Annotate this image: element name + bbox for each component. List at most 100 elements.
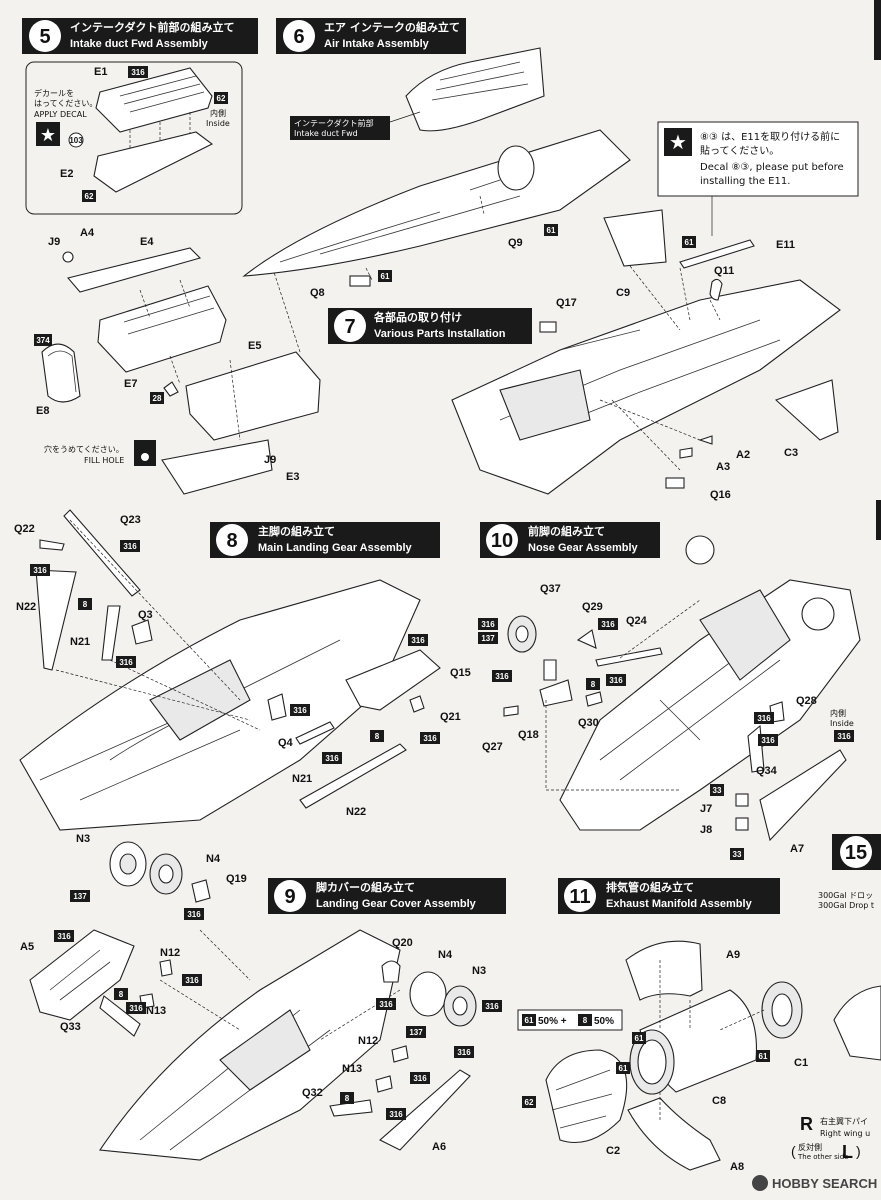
step-number: 8 — [226, 530, 237, 552]
step-9-header: 9 脚カバーの組み立て Landing Gear Cover Assembly — [268, 878, 506, 914]
step-title-en: Intake duct Fwd Assembly — [70, 38, 209, 50]
e11-note-en: installing the E11. — [700, 176, 790, 187]
decal-star-icon — [36, 122, 60, 146]
label-a7: A7 — [790, 843, 804, 855]
rear-fuselage-shape — [451, 279, 841, 495]
decal-number: 103 — [69, 136, 83, 145]
color-badge: 316 — [389, 1110, 403, 1119]
fill-note-jp: 穴をうめてください。 — [44, 444, 124, 454]
color-badge: 316 — [837, 732, 851, 741]
color-badge: 137 — [481, 634, 495, 643]
part-q16-shape — [665, 477, 685, 489]
label-q28: Q28 — [796, 695, 817, 707]
color-badge: 137 — [73, 892, 87, 901]
part-q32-shape — [329, 1099, 373, 1117]
part-intake-mid — [97, 285, 227, 373]
color-badge: 316 — [757, 714, 771, 723]
step-title-jp: エア インテークの組み立て — [324, 20, 460, 34]
label-q11: Q11 — [714, 265, 734, 277]
part-q15-shape — [345, 649, 441, 711]
part-n12-shape — [159, 959, 173, 977]
color-badge: 316 — [495, 672, 509, 681]
drop-tank-note-en: 300Gal Drop t — [818, 901, 874, 910]
left-side-letter: L — [842, 1142, 853, 1162]
part-a8-shape — [627, 1097, 721, 1171]
part-e2-shape — [93, 131, 214, 193]
e11-note-jp: 貼ってください。 — [700, 144, 779, 157]
step-6: 6 エア インテークの組み立て Air Intake Assembly インテー… — [242, 18, 631, 299]
fill-note-en: FILL HOLE — [84, 456, 124, 465]
step-8-header: 8 主脚の組み立て Main Landing Gear Assembly — [210, 522, 440, 558]
mix-color-a: 61 — [525, 1016, 534, 1025]
color-badge: 316 — [411, 636, 425, 645]
part-q17-shape — [539, 321, 557, 333]
intake-tag-jp: インテークダクト前部 — [294, 118, 374, 128]
color-badge: 62 — [525, 1098, 534, 1107]
decal-note-jp: デカールを — [34, 88, 74, 98]
svg-text:★: ★ — [40, 125, 56, 146]
part-e1-shape — [95, 67, 213, 133]
inside-note-en: Inside — [830, 719, 854, 728]
step-7: 7 各部品の取り付け Various Parts Installation ★ … — [328, 121, 859, 501]
watermark-text: HOBBY SEARCH — [772, 1176, 877, 1191]
label-n22: N22 — [16, 601, 36, 613]
step-title-jp: 前脚の組み立て — [528, 524, 605, 538]
color-mix-box — [517, 1009, 623, 1031]
label-q32: Q32 — [302, 1087, 323, 1099]
svg-text:): ) — [856, 1143, 861, 1159]
label-j9: J9 — [48, 236, 60, 248]
step-title-en: Nose Gear Assembly — [528, 542, 639, 554]
label-q29: Q29 — [582, 601, 603, 613]
label-q37: Q37 — [540, 583, 561, 595]
part-n21-strut — [101, 605, 121, 661]
label-e2: E2 — [60, 168, 73, 180]
step-6-header: 6 エア インテークの組み立て Air Intake Assembly — [276, 18, 466, 54]
label-q33: Q33 — [60, 1021, 81, 1033]
right-side-jp: 右主翼下パイ — [820, 1116, 868, 1126]
step-number: 7 — [344, 316, 355, 338]
decal-star-icon — [664, 128, 692, 156]
color-badge: 316 — [413, 1074, 427, 1083]
step-title-jp: 各部品の取り付け — [373, 310, 462, 324]
step-15: 15 300Gal ドロッ 300Gal Drop t — [818, 834, 881, 1061]
mix-pct-b: 50% — [594, 1016, 614, 1027]
svg-text:(: ( — [791, 1143, 796, 1159]
other-side-en: The other side — [797, 1153, 848, 1161]
step-title-en: Landing Gear Cover Assembly — [316, 898, 477, 910]
page-edge-mark — [874, 0, 881, 60]
part-q18-shape — [539, 679, 573, 707]
step-title-en: Exhaust Manifold Assembly — [606, 898, 753, 910]
label-n12: N12 — [358, 1035, 378, 1047]
part-c2-shape — [545, 1049, 628, 1144]
step-title-en: Main Landing Gear Assembly — [258, 542, 413, 554]
step-title-en: Air Intake Assembly — [324, 38, 430, 50]
label-q19: Q19 — [226, 873, 247, 885]
side-legend: R 右主翼下パイ Right wing u ( 反対側 The other si… — [791, 1114, 870, 1162]
label-j9: J9 — [264, 454, 276, 466]
part-a6-shape — [379, 1069, 471, 1151]
part-a7-shape — [759, 749, 847, 842]
color-badge: 316 — [187, 910, 201, 919]
color-badge: 316 — [129, 1004, 143, 1013]
color-badge: 316 — [609, 676, 623, 685]
part-q29-shape — [576, 629, 597, 649]
svg-text:★: ★ — [669, 130, 687, 154]
mix-color-b: 8 — [583, 1016, 588, 1025]
part-n22-shape — [299, 743, 407, 809]
color-badge: 61 — [759, 1052, 768, 1061]
step-number: 10 — [491, 530, 513, 552]
part-a9-shape — [625, 940, 703, 1001]
label-q20: Q20 — [392, 937, 413, 949]
watermark: HOBBY SEARCH — [752, 1175, 877, 1191]
label-q23: Q23 — [120, 514, 141, 526]
color-badge: 8 — [83, 600, 88, 609]
label-e1: E1 — [94, 66, 107, 78]
nose-gear-bay — [699, 589, 791, 681]
label-e4: E4 — [140, 236, 154, 248]
label-q9: Q9 — [508, 237, 523, 249]
color-badge: 61 — [685, 238, 694, 247]
step-10: 10 前脚の組み立て Nose Gear Assembly Q37 Q29 Q2… — [478, 522, 861, 860]
mix-pct-a: 50% + — [538, 1016, 567, 1027]
color-badge: 61 — [635, 1034, 644, 1043]
sub-assembly-frame — [25, 61, 243, 215]
